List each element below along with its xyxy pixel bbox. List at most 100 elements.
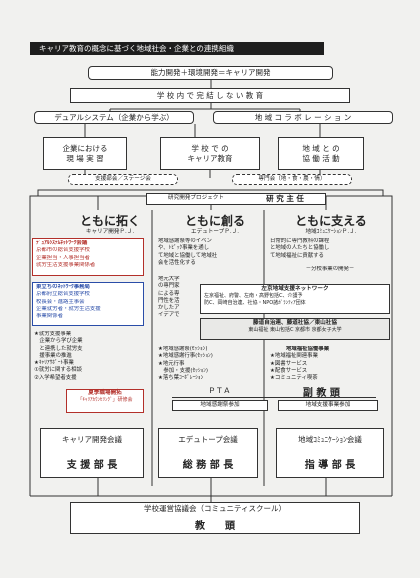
col-left-box2-line-3: 企業就労者・就労生活支援 bbox=[36, 305, 101, 312]
bottom-head: 教 頭 bbox=[195, 520, 235, 532]
branch-center-line-2: キャリア教育 bbox=[187, 153, 233, 163]
pta-head: 副 教 頭 bbox=[302, 387, 340, 399]
col-right-list: 地域福祉協働事業 ★地域福祉関連事業 ★図書サービス ★配食サービス ★コミュニ… bbox=[270, 346, 390, 382]
col-left-box2-title: 東立ちのﾈｯﾄﾜｰｸ事務局 bbox=[36, 284, 90, 290]
pta-left-box: 地域感謝祭参加 bbox=[172, 400, 268, 411]
branch-right-line-2: 協 働 活 動 bbox=[302, 153, 340, 163]
col-right-divider-text: －分校事業の開発－ bbox=[305, 266, 355, 272]
col-center-heading: ともに創る bbox=[184, 214, 245, 228]
specialty-group-box: 専門会（地・食・農・情） bbox=[232, 174, 352, 185]
col-center-council-text: エデュトープ会議 bbox=[178, 434, 238, 444]
col-center-list-item: ★落ち葉ｺｰﾎﾟﾚｰｼｮﾝ bbox=[158, 375, 204, 382]
col-center-text2: 地元大学 の専門家 による専 門性を活 かしたア イデアで bbox=[158, 276, 198, 320]
network-title: 左京地域支援ネットワーク bbox=[261, 286, 329, 292]
bottom-council-text: 学校運営協議会（コミュニティスクール） bbox=[143, 504, 287, 514]
col-center-heading-block: ともに創る エデュトープＰ.Ｊ. bbox=[170, 212, 260, 236]
formula-text: 能力開発＋環境開発＝キャリア開発 bbox=[150, 68, 271, 78]
formula-box: 能力開発＋環境開発＝キャリア開発 bbox=[88, 66, 333, 80]
research-box: 研究開発プロジェクト 研 究 主 任 bbox=[146, 193, 326, 205]
pta-right-text: 地域支援事業参加 bbox=[305, 401, 351, 408]
col-left-council-text: キャリア開発会議 bbox=[62, 434, 122, 444]
col-left-box1-line-3: 就労生活支援事業関係者 bbox=[36, 261, 96, 268]
summer-sub: 「ｷｬﾘｱｶｳﾝｾﾘﾝｸﾞ」研修会 bbox=[77, 397, 133, 404]
col-center-sub: エデュトープＰ.Ｊ. bbox=[191, 229, 239, 235]
branch-left-line-2: 現 場 実 習 bbox=[66, 153, 104, 163]
col-center-text2-line: イデアで bbox=[158, 312, 180, 319]
col-left-list-item: ★就労支援事業 bbox=[34, 331, 72, 337]
col-right-list-item: ★コミュニティ喫茶 bbox=[270, 375, 318, 382]
col-left-list: ★就労支援事業 企業から学び企業 と連携した就労支 援事業の推進 ★ｷｬﾘｱｻﾎ… bbox=[34, 331, 146, 382]
community-collab-text: 地 域 コ ラ ボ レ ー シ ョ ン bbox=[254, 112, 352, 122]
col-left-box1-line-2: 企業担当・人事担当者 bbox=[36, 254, 90, 261]
ikuno-title: 地域福祉協働事業 bbox=[286, 346, 330, 352]
col-left-council: キャリア開発会議 支 援 部 長 bbox=[40, 428, 144, 478]
col-left-box2-line-1: 京都府立総合支援学校 bbox=[36, 291, 90, 298]
col-left-list-item: と連携した就労支 bbox=[34, 345, 83, 352]
col-right-sub: 地域ｺﾐｭﾆｹｰｼｮﾝＰ.Ｊ. bbox=[305, 229, 357, 235]
col-left-box1-title: ﾃﾞｭｱﾙｼｽﾃﾑﾈｯﾄﾜｰｸ会議 bbox=[36, 240, 88, 246]
branch-right-line-1: 地 域 と の bbox=[302, 144, 340, 154]
col-right-text1-line: と地域の人たちと協働し bbox=[270, 245, 330, 252]
col-center-text2-line: かしたア bbox=[158, 305, 180, 312]
col-left-list-item: ①就労に関する相談 bbox=[34, 367, 82, 374]
branch-center-box: 学 校 で の キャリア教育 bbox=[160, 137, 260, 170]
branch-left-box: 企業における 現 場 実 習 bbox=[43, 137, 127, 170]
research-project-text: 研究開発プロジェクト bbox=[168, 195, 224, 202]
col-left-box2-line-2: 校長会・進路主事会 bbox=[36, 298, 85, 305]
bottom-council-box: 学校運営協議会（コミュニティスクール） 教 頭 bbox=[70, 502, 360, 534]
pta-left-text: 地域感謝祭参加 bbox=[200, 401, 240, 408]
network-line-2: 防C、岡崎自治連、社協・NPO諸ｶﾞﾗﾝﾃｨｱ団体 bbox=[204, 299, 306, 306]
col-left-list-item: ②入学希望者支援 bbox=[34, 374, 77, 381]
col-right-text1-line: て地域福祉に貢献する bbox=[270, 252, 324, 259]
col-left-box2: 東立ちのﾈｯﾄﾜｰｸ事務局 京都府立総合支援学校 校長会・進路主事会 企業就労者… bbox=[32, 282, 144, 326]
pta-label: ＰＴＡ bbox=[208, 386, 231, 396]
dual-system-text: デュアルシステム（企業から学ぶ） bbox=[54, 112, 174, 122]
col-center-text2-line: の専門家 bbox=[158, 283, 180, 290]
school-goal-text: 学 校 内 で 完 結 し な い 教 育 bbox=[156, 90, 264, 100]
col-center-list: ★地域感謝祭(ｾｯｼｮﾝ) ★地域感謝行事(ｾｯｼｮﾝ) ★地元行事 参加・支援… bbox=[158, 346, 262, 382]
pta-right-box: 地域支援事業参加 bbox=[278, 400, 378, 411]
col-right-text1: 日常的に専門教科の課程 と地域の人たちと協働し て地域福祉に貢献する bbox=[270, 238, 390, 260]
col-right-list-item: ★地域福祉関連事業 bbox=[270, 353, 318, 360]
col-left-list-item: ★ｷｬﾘｱｻﾎﾟｰﾄ事業 bbox=[34, 360, 74, 367]
col-right-council: 地域ｺﾐｭﾆｹｰｼｮﾝ会議 指 導 部 長 bbox=[276, 428, 384, 478]
col-left-heading-block: ともに拓く キャリア開発Ｐ.Ｊ. bbox=[70, 212, 150, 236]
col-center-head: 総 務 部 長 bbox=[182, 460, 234, 472]
col-left-box1-line-1: 京都市の総合支援学校 bbox=[36, 247, 90, 254]
network-line-1: 左京福祉、府警、左南・高野包括C、介護予 bbox=[204, 293, 303, 300]
col-center-list-item: ★地元行事 bbox=[158, 360, 185, 367]
school-goal-box: 学 校 内 で 完 結 し な い 教 育 bbox=[70, 88, 350, 103]
col-right-list-item: ★図書サービス bbox=[270, 360, 308, 367]
col-right-divider: －分校事業の開発－ bbox=[270, 266, 390, 273]
col-left-head: 支 援 部 長 bbox=[66, 460, 118, 472]
col-center-text1: 地域感謝祭等のイベン や、ﾄﾋﾟｯｸ事業を通し て地域と協働して地域社 会を活性… bbox=[158, 238, 262, 267]
branch-center-line-1: 学 校 で の bbox=[191, 144, 229, 154]
col-left-list-item: 援事業の推進 bbox=[34, 352, 72, 359]
col-left-box1: ﾃﾞｭｱﾙｼｽﾃﾑﾈｯﾄﾜｰｸ会議 京都市の総合支援学校 企業担当・人事担当者 … bbox=[32, 238, 144, 276]
support-group-text: 支援部会／ステージ会 bbox=[95, 175, 151, 182]
col-center-text1-line: や、ﾄﾋﾟｯｸ事業を通し bbox=[158, 245, 210, 252]
col-right-list-item: ★配食サービス bbox=[270, 367, 308, 374]
community-collab-box: 地 域 コ ラ ボ レ ー シ ョ ン bbox=[213, 111, 393, 124]
pta-block: ＰＴＡ 副 教 頭 地域感謝祭参加 地域支援事業参加 bbox=[158, 385, 390, 417]
dual-system-box: デュアルシステム（企業から学ぶ） bbox=[34, 111, 194, 124]
col-center-text1-line: 会を活性化する bbox=[158, 259, 196, 266]
support-group-box: 支援部会／ステージ会 bbox=[68, 174, 178, 185]
col-center-text2-line: による専 bbox=[158, 290, 180, 297]
higashi-title: 藤道自治連、藤道社協／東山社協 bbox=[253, 320, 337, 326]
col-center-text1-line: 地域感謝祭等のイベン bbox=[158, 238, 212, 244]
summer-title: 夏季職場開拓 bbox=[88, 390, 122, 396]
col-left-box2-line-4: 事業関係者 bbox=[36, 313, 63, 320]
title-bar-text: キャリア教育の概念に基づく地域社会・企業との連携組織 bbox=[39, 43, 234, 53]
col-right-text1-line: 日常的に専門教科の課程 bbox=[270, 238, 330, 244]
col-center-text2-line: 門性を活 bbox=[158, 297, 180, 304]
title-bar: キャリア教育の概念に基づく地域社会・企業との連携組織 bbox=[30, 42, 324, 55]
col-right-council-text: 地域ｺﾐｭﾆｹｰｼｮﾝ会議 bbox=[298, 434, 362, 444]
col-center-text2-line: 地元大学 bbox=[158, 276, 180, 282]
col-center-list-item: ★地域感謝行事(ｾｯｼｮﾝ) bbox=[158, 353, 213, 360]
pta-header: ＰＴＡ 副 教 頭 bbox=[172, 385, 376, 399]
col-left-list-item: 企業から学び企業 bbox=[34, 338, 83, 345]
higashi-line: 東山福祉 東山包括C 京都市 京都女子大学 bbox=[248, 327, 342, 334]
col-center-text1-line: て地域と協働して地域社 bbox=[158, 252, 218, 259]
